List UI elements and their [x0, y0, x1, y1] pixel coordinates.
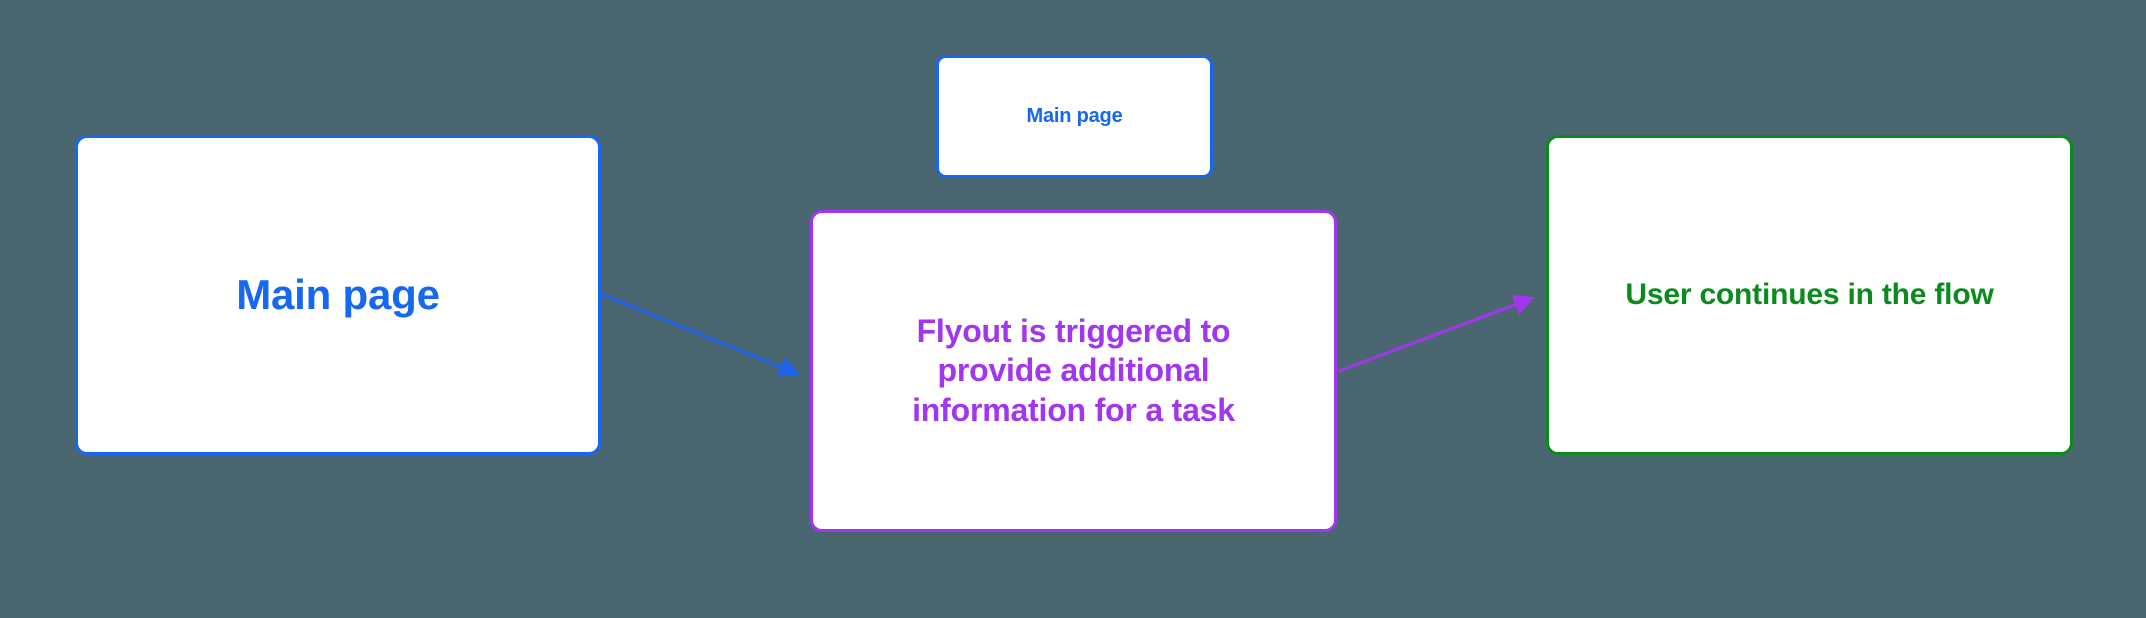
node-main-page-small[interactable]: Main page [936, 55, 1213, 178]
edge-flyout-to-user-continues [1338, 294, 1535, 373]
node-main-page-small-label: Main page [1026, 105, 1123, 128]
node-main-page-large[interactable]: Main page [75, 135, 601, 455]
node-flyout[interactable]: Flyout is triggered to provide additiona… [810, 210, 1337, 532]
edge-main-page-to-flyout [600, 292, 800, 377]
node-flyout-label-line-1: Flyout is triggered to [916, 313, 1231, 350]
node-main-page-large-label: Main page [236, 271, 440, 319]
node-user-continues-label: User continues in the flow [1625, 277, 1994, 311]
node-flyout-label-line-3: information for a task [912, 391, 1235, 428]
node-flyout-label-line-2: provide additional [937, 352, 1210, 389]
node-user-continues[interactable]: User continues in the flow [1546, 135, 2073, 455]
node-flyout-label: Flyout is triggered to provide additiona… [888, 312, 1259, 429]
